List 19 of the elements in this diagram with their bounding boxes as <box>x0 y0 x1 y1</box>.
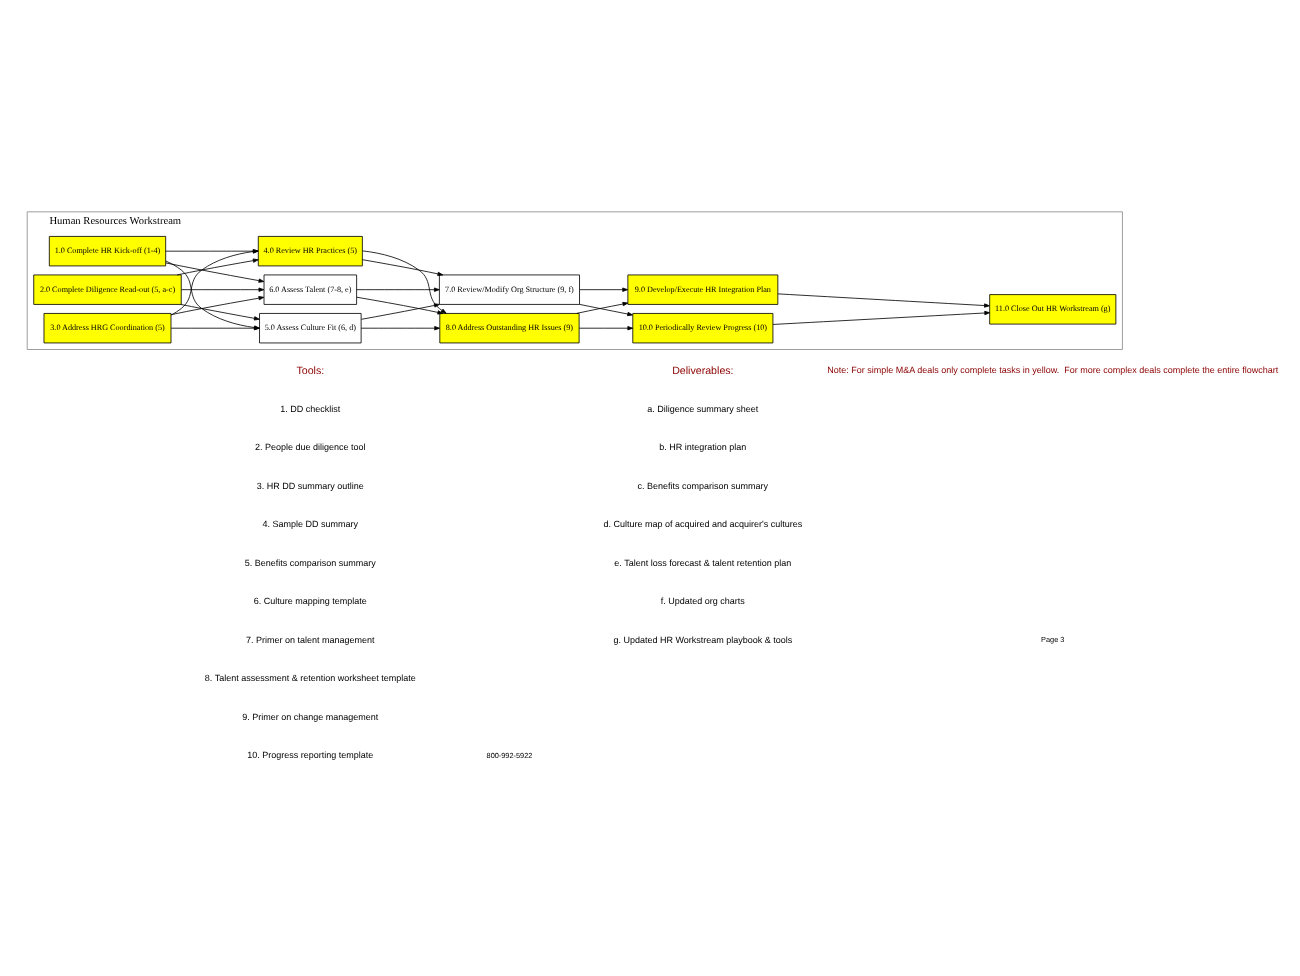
arrow <box>170 296 265 316</box>
arrow <box>165 262 265 283</box>
arrow <box>356 287 440 292</box>
arrow <box>360 303 440 320</box>
arrow <box>777 293 990 308</box>
arrow <box>578 326 634 331</box>
arrow <box>772 310 991 325</box>
arrow <box>579 303 633 317</box>
arrow <box>180 304 260 321</box>
arrow <box>579 287 628 292</box>
arrow <box>356 296 444 315</box>
arrow <box>576 301 629 314</box>
arrow <box>165 249 259 254</box>
arrow <box>170 249 259 316</box>
arrow <box>362 250 447 314</box>
arrow <box>176 258 259 276</box>
arrow <box>362 259 444 276</box>
arrow <box>360 326 440 331</box>
arrow <box>181 287 265 292</box>
